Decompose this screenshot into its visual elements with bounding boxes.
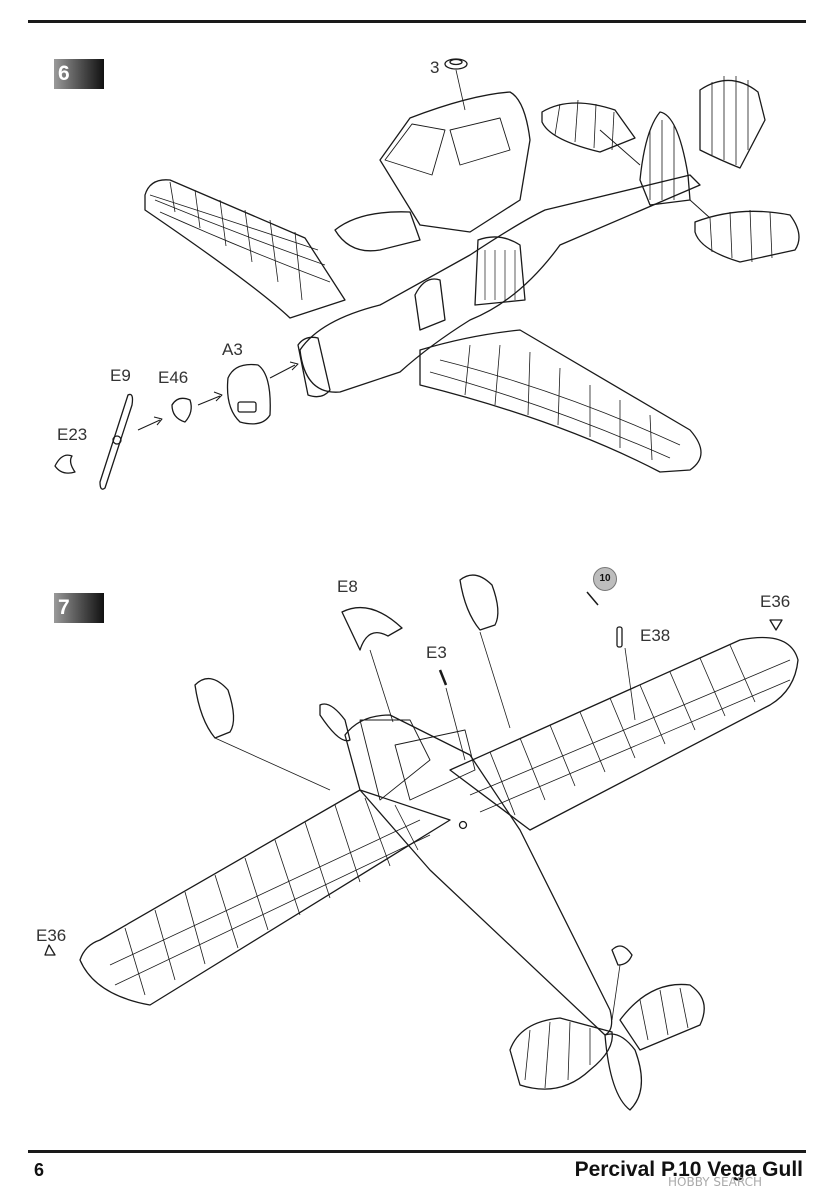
top-rule [28, 20, 806, 23]
part-a3-label: A3 [222, 340, 243, 359]
part-e23-label: E23 [57, 425, 88, 444]
decal-10-badge: 10 [593, 567, 617, 591]
part-e36-left-label: E36 [36, 926, 67, 945]
part-e36-right-label: E36 [760, 592, 791, 611]
step-7-number: 7 [58, 596, 70, 619]
step-7-illustration [44, 574, 799, 1111]
bottom-rule [28, 1150, 806, 1153]
step-7-badge: 7 [54, 593, 104, 623]
page-number: 6 [34, 1160, 45, 1180]
part-e3-label: E3 [426, 643, 447, 662]
step-6-number: 6 [58, 62, 70, 85]
part-e38-label: E38 [640, 626, 671, 645]
part-3-label: 3 [430, 58, 440, 77]
step-6-illustration [54, 58, 800, 490]
part-e46-label: E46 [158, 368, 189, 387]
part-e9-label: E9 [110, 366, 131, 385]
footer-title: Percival P.10 Vega Gull [574, 1158, 803, 1181]
part-e8-label: E8 [337, 577, 358, 596]
step-6-badge: 6 [54, 59, 104, 89]
watermark: HOBBY SEARCH [668, 1175, 762, 1189]
